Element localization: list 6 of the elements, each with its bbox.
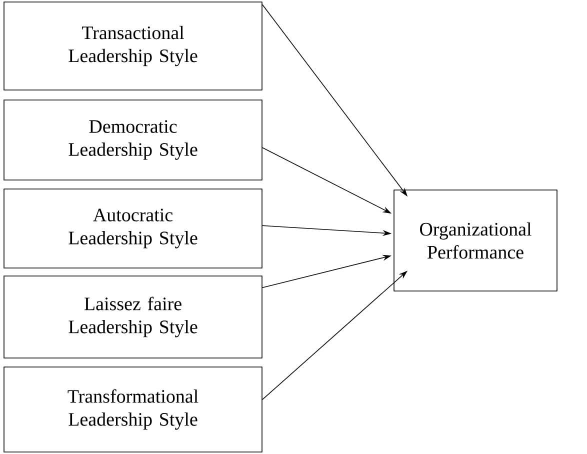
text-box: Democratic Leadership Style — [4, 100, 262, 180]
text-box: Transactional Leadership Style — [4, 2, 262, 90]
text-box: Transformational Leadership Style — [4, 366, 262, 452]
text-box: Autocratic Leadership Style — [4, 188, 262, 268]
text-box: Laissez faire Leadership Style — [4, 276, 262, 358]
text-box: Organizational Performance — [394, 190, 558, 292]
